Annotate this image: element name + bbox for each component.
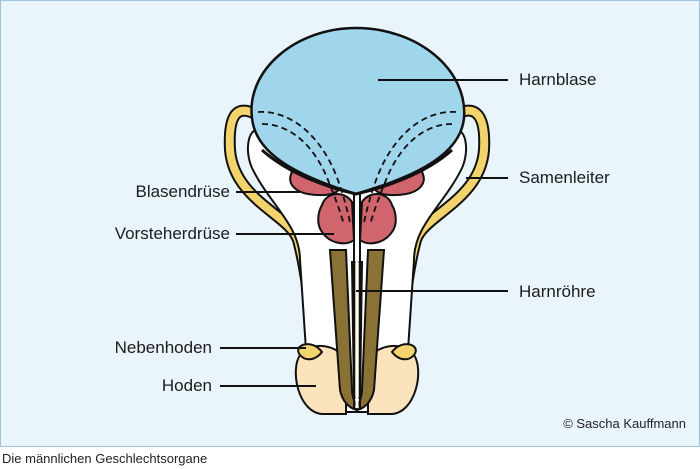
label-harnroehre: Harnröhre (519, 282, 596, 301)
label-harnblase: Harnblase (519, 70, 597, 89)
figure-caption: Die männlichen Geschlechtsorgane (2, 451, 208, 466)
urethra (353, 194, 361, 410)
prostate-left (317, 193, 356, 245)
epididymis-right (390, 343, 417, 361)
label-hoden: Hoden (161, 376, 212, 395)
testis-right (367, 345, 420, 415)
label-blasendruese: Blasendrüse (135, 182, 230, 201)
label-vorsteherdruese: Vorsteherdrüse (114, 224, 230, 243)
bladder (250, 26, 466, 196)
label-samenleiter: Samenleiter (519, 168, 610, 187)
anatomy-illustration (220, 26, 508, 415)
label-nebenhoden: Nebenhoden (114, 338, 212, 357)
prostate-right (358, 193, 397, 245)
testis-left (294, 345, 347, 415)
copyright-credit: © Sascha Kauffmann (563, 416, 686, 431)
